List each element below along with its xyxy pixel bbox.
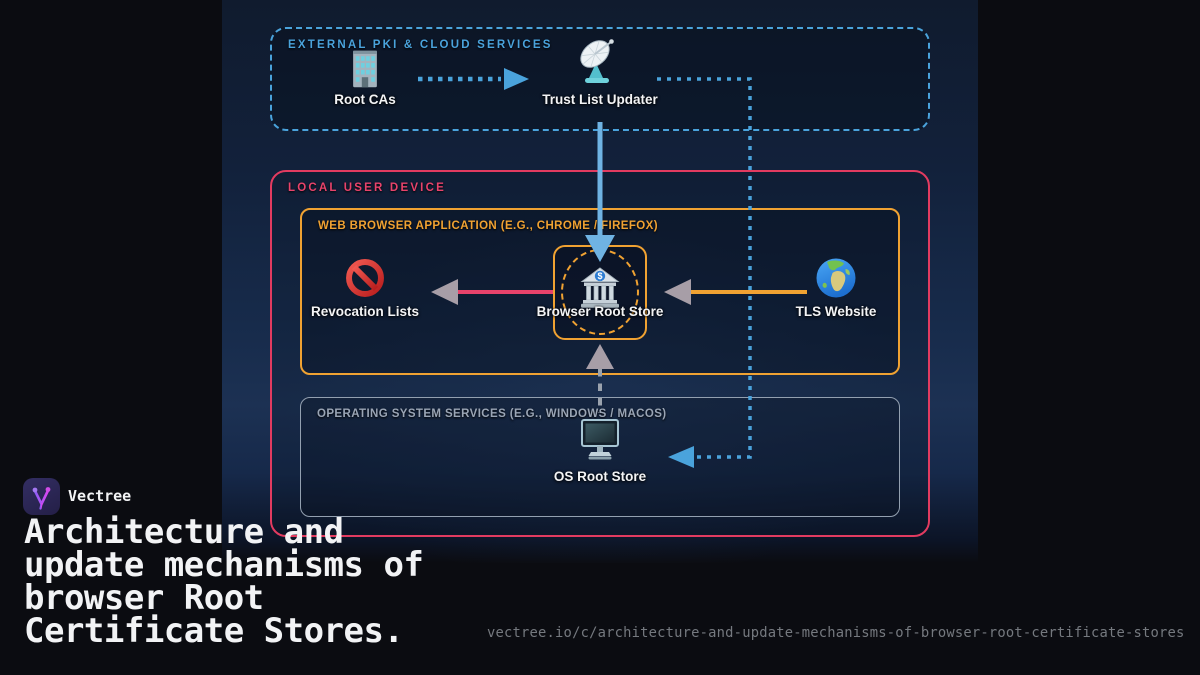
title-line-4: Certificate Stores. — [24, 611, 404, 651]
vectree-logo — [23, 478, 60, 515]
brand-name: Vectree — [68, 487, 132, 505]
node-label-root-cas: Root CAs — [334, 92, 396, 107]
satellite-dish-icon — [580, 39, 614, 83]
desktop-computer-icon — [581, 419, 619, 460]
group-local-user-device-label: LOCAL USER DEVICE — [288, 182, 446, 194]
group-operating-system-services-label: OPERATING SYSTEM SERVICES (E.G., WINDOWS… — [317, 408, 667, 420]
footer-url: vectree.io/c/architecture-and-update-mec… — [487, 625, 1185, 641]
group-external-pki-label: EXTERNAL PKI & CLOUD SERVICES — [288, 39, 553, 51]
bank-dollar-glyph: $ — [597, 271, 602, 281]
title-line-1: Architecture and — [24, 512, 344, 552]
page-title: Architecture and update mechanisms of br… — [24, 512, 424, 651]
node-label-os-root-store: OS Root Store — [553, 469, 647, 484]
node-label-trust-list-updater: Trust List Updater — [542, 92, 658, 107]
title-line-2: update mechanisms of — [24, 545, 424, 585]
bank-icon: $ — [580, 267, 620, 308]
office-building-icon — [353, 50, 377, 88]
node-label-browser-root-store: Browser Root Store — [536, 304, 664, 319]
title-line-3: browser Root — [24, 578, 264, 618]
node-label-tls-website: TLS Website — [795, 304, 877, 319]
vectree-branch-icon — [32, 487, 51, 510]
globe-icon — [816, 258, 856, 298]
node-label-revocation-lists: Revocation Lists — [310, 304, 420, 319]
prohibited-icon — [346, 259, 384, 297]
group-web-browser-application-label: WEB BROWSER APPLICATION (E.G., CHROME / … — [318, 220, 658, 232]
